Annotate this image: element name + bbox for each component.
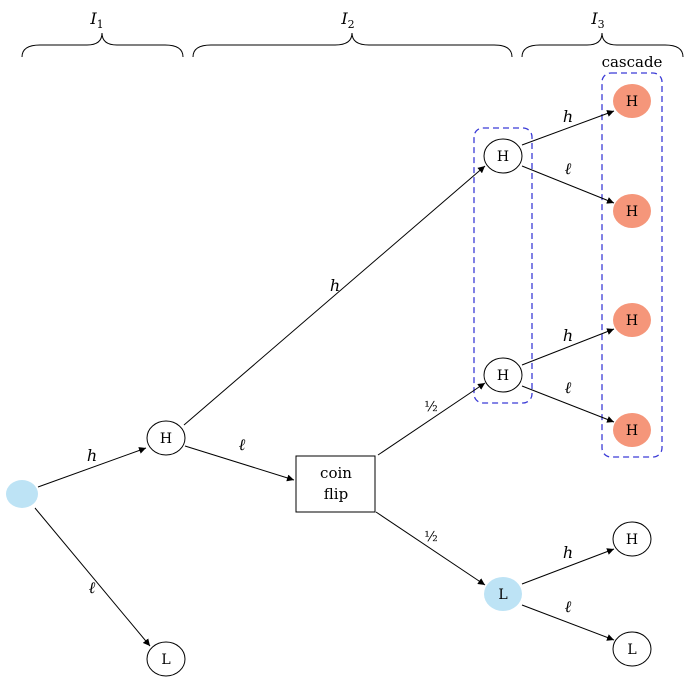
svg-text:coin: coin [320,464,352,482]
svg-text:L: L [627,642,636,658]
svg-text:H: H [497,149,509,165]
edge-label-h-to-coin: ℓ [239,435,246,454]
edge-upper-h [521,110,615,146]
node-h-end: H [612,521,652,557]
edge-label-coin-lower: ½ [424,529,438,545]
edge-root-h [37,447,147,488]
interval-i1-brace [21,32,184,58]
node-l-first: L [146,641,186,677]
svg-text:H: H [626,313,638,329]
edge-label-root-l: ℓ [89,578,96,597]
edge-label-middle-h: h [563,326,573,345]
svg-text:L: L [498,587,507,603]
interval-i3-label: I3 [590,9,604,31]
edge-lower-l [521,604,615,641]
edge-middle-l [521,385,615,423]
node-h-middle: H [483,357,523,393]
svg-text:H: H [160,431,172,447]
edge-label-h-to-upper: h [330,276,340,295]
cascade-node-1: H [613,84,651,118]
svg-text:H: H [626,94,638,110]
interval-i2-label: I2 [340,9,354,31]
svg-text:H: H [626,423,638,439]
root-node [6,480,38,508]
edge-label-lower-h: h [563,543,573,562]
node-l-lower: L [484,577,522,611]
dashed-group-middle [473,127,533,404]
cascade-node-3: H [613,303,651,337]
cascade-label: cascade [602,53,663,71]
edge-lower-h [521,548,615,585]
node-l-end: L [612,631,652,667]
svg-text:H: H [626,204,638,220]
edge-label-coin-upper: ½ [424,399,438,415]
node-h-first: H [146,420,186,456]
edge-label-upper-h: h [563,107,573,126]
interval-i2-brace [192,32,513,58]
svg-text:L: L [161,652,170,668]
edge-middle-h [521,328,615,366]
edge-coin-lower [375,511,486,586]
edge-label-middle-l: ℓ [565,378,572,397]
svg-text:H: H [497,368,509,384]
edge-upper-l [521,165,615,204]
edge-h-to-upper [183,165,486,426]
node-h-upper: H [483,138,523,174]
interval-i3-brace [521,32,684,58]
interval-i1-label: I1 [89,9,103,31]
edge-label-root-h: h [87,446,97,465]
edge-label-lower-l: ℓ [565,597,572,616]
edge-label-upper-l: ℓ [565,159,572,178]
coin-flip-box: coin flip [295,455,376,513]
cascade-node-4: H [613,413,651,447]
edge-h-to-coin [184,445,295,482]
svg-text:H: H [626,532,638,548]
edge-root-l [34,507,151,647]
dashed-group-cascade [601,72,663,458]
svg-text:flip: flip [324,485,348,503]
cascade-node-2: H [613,194,651,228]
edge-coin-upper [377,382,486,456]
